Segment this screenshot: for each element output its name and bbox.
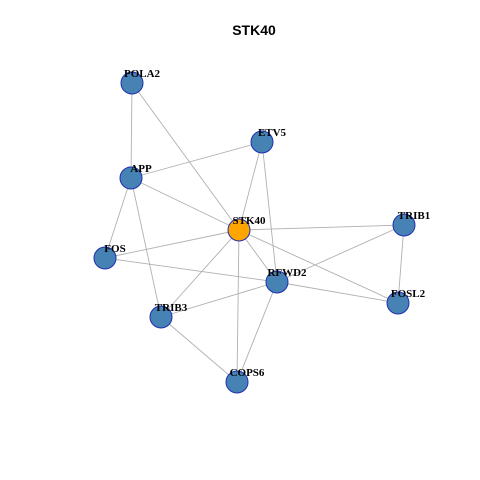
node-label-cops6: COPS6	[230, 367, 265, 379]
edge-app-etv5	[130, 141, 263, 179]
edge-fos-rfwd2	[104, 257, 278, 283]
diagram-title: STK40	[232, 22, 276, 38]
edge-rfwd2-trib3	[160, 281, 278, 318]
node-label-pola2: POLA2	[124, 68, 161, 80]
edge-stk40-fosl2	[238, 229, 399, 304]
node-stk40	[227, 218, 251, 242]
edge-rfwd2-fosl2	[276, 281, 399, 304]
edge-etv5-rfwd2	[261, 141, 278, 283]
edge-stk40-fos	[104, 229, 240, 259]
edge-app-stk40	[130, 177, 240, 231]
edge-pola2-app	[130, 82, 133, 179]
edge-app-fos	[104, 177, 132, 259]
node-app	[119, 166, 143, 190]
node-label-rfwd2: RFWD2	[267, 267, 307, 279]
edge-pola2-stk40	[131, 82, 240, 231]
node-trib3	[149, 305, 173, 329]
edge-rfwd2-trib1	[276, 224, 405, 283]
node-etv5	[250, 130, 274, 154]
node-rfwd2	[265, 270, 289, 294]
edge-rfwd2-cops6	[236, 281, 278, 383]
edge-trib3-cops6	[160, 316, 238, 383]
node-label-trib3: TRIB3	[155, 302, 188, 314]
edge-stk40-trib1	[238, 224, 405, 231]
edge-layer	[104, 82, 405, 383]
node-layer	[93, 71, 416, 394]
node-fos	[93, 246, 117, 270]
node-pola2	[120, 71, 144, 95]
edge-etv5-stk40	[238, 141, 263, 231]
node-fosl2	[386, 291, 410, 315]
node-label-trib1: TRIB1	[398, 210, 430, 222]
node-cops6	[225, 370, 249, 394]
node-label-fos: FOS	[104, 243, 125, 255]
node-label-app: APP	[130, 163, 152, 175]
edge-stk40-trib3	[160, 229, 240, 318]
node-label-etv5: ETV5	[258, 127, 287, 139]
edge-trib1-fosl2	[397, 224, 405, 304]
node-label-fosl2: FOSL2	[391, 288, 426, 300]
edge-app-trib3	[130, 177, 162, 318]
node-label-stk40: STK40	[232, 215, 266, 227]
edge-stk40-cops6	[236, 229, 240, 383]
node-trib1	[392, 213, 416, 237]
